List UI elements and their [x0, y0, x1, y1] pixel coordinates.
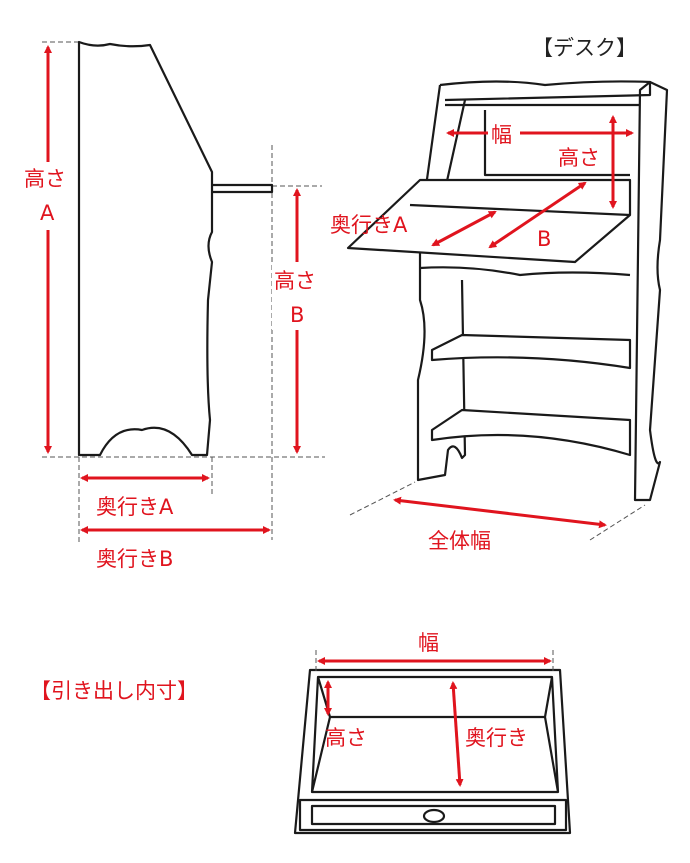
- height-b-label: 高さ: [274, 269, 316, 293]
- desk-depth-b-label: B: [537, 227, 551, 251]
- height-a-label: 高さ: [24, 167, 66, 191]
- depth-a-label: 奥行きA: [96, 495, 174, 519]
- desk-title: 【デスク】: [532, 36, 637, 60]
- side-profile-outline: [77, 40, 214, 457]
- desk-width-label: 幅: [491, 123, 512, 147]
- height-a-letter: A: [40, 201, 55, 225]
- desk-view: 【デスク】 全体幅 幅 高さ 奥行きA B: [330, 36, 669, 553]
- side-view: 高さ A 高さ B 奥行きA 奥行きB: [22, 40, 325, 571]
- desk-left-side: [416, 84, 467, 482]
- drawer-front-panel: [298, 798, 568, 832]
- desk-top: [439, 80, 652, 102]
- height-b-letter: B: [290, 303, 304, 327]
- drawer-depth-label: 奥行き: [465, 726, 528, 750]
- desk-depth-a-arrow: [431, 210, 497, 247]
- desk-depth-a-label: 奥行きA: [330, 213, 408, 237]
- desk-height-label: 高さ: [558, 146, 600, 170]
- desk-right-side: [633, 80, 669, 502]
- drawer-knob: [422, 808, 446, 824]
- drawer-outline: [293, 668, 572, 835]
- drawer-inner: [310, 675, 560, 794]
- desk-back-shelf: [443, 99, 640, 191]
- total-width-label: 全体幅: [428, 529, 491, 553]
- depth-b-label: 奥行きB: [96, 547, 173, 571]
- drawer-view: 【引き出し内寸】 幅 高さ 奥行き: [30, 631, 572, 835]
- desk-shelf-lower: [430, 408, 632, 457]
- desk-shelf-upper: [430, 333, 632, 370]
- drawer-height-label: 高さ: [325, 726, 367, 750]
- drawer-title: 【引き出し内寸】: [30, 679, 198, 703]
- desk-apron: [419, 266, 631, 277]
- drawer-width-label: 幅: [418, 631, 439, 655]
- drawer-depth-arrow: [449, 681, 464, 787]
- guide-line: [349, 481, 416, 516]
- total-width-arrow: [393, 496, 607, 529]
- guide-line: [589, 504, 646, 541]
- side-writing-flap: [212, 183, 274, 194]
- desk-depth-b-arrow: [488, 181, 587, 249]
